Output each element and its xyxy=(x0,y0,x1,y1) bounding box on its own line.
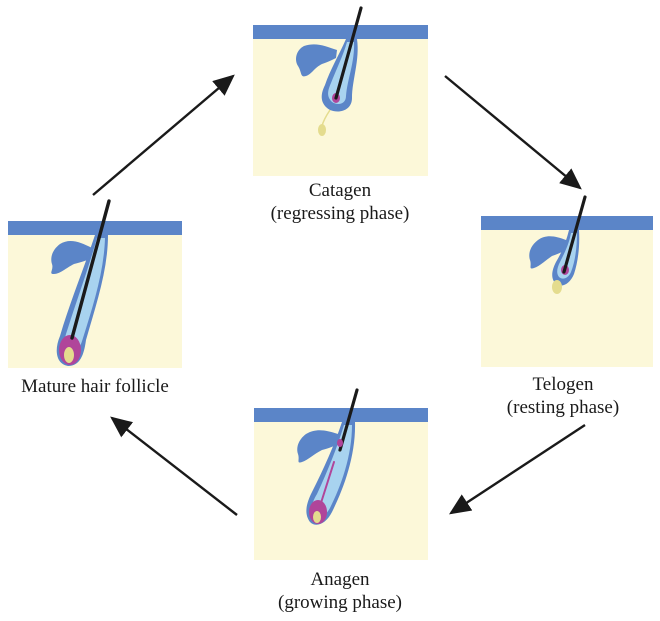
arrow-catagen-to-telogen xyxy=(444,75,582,190)
catagen-sebaceous-gland xyxy=(296,44,337,77)
mature-panel xyxy=(8,199,182,368)
anagen-epidermis xyxy=(254,408,428,422)
anagen-sebaceous-gland xyxy=(297,430,338,463)
mature-epidermis xyxy=(8,221,182,235)
telogen-hair-shaft xyxy=(562,195,587,274)
mature-sebaceous-gland xyxy=(51,241,92,274)
catagen-panel xyxy=(253,6,428,176)
catagen-caption: Catagen (regressing phase) xyxy=(240,179,440,225)
anagen-hair-shaft xyxy=(338,388,359,452)
mature-name: Mature hair follicle xyxy=(21,376,169,397)
anagen-papilla xyxy=(313,511,321,523)
telogen-panel xyxy=(481,195,653,367)
telogen-phase: (resting phase) xyxy=(506,397,620,418)
arrow-mature-to-catagen xyxy=(92,74,235,196)
mature-papilla xyxy=(64,347,74,363)
mature-caption: Mature hair follicle xyxy=(0,375,190,398)
anagen-name: Anagen xyxy=(310,569,370,590)
catagen-phase: (regressing phase) xyxy=(270,203,410,224)
catagen-papilla xyxy=(318,124,326,136)
arrow-telogen-to-anagen xyxy=(448,423,586,515)
anagen-caption: Anagen (growing phase) xyxy=(240,568,440,614)
anagen-panel xyxy=(254,388,428,560)
telogen-caption: Telogen (resting phase) xyxy=(466,373,660,419)
anagen-new-hair xyxy=(319,461,335,507)
mature-hair-shaft xyxy=(70,199,111,340)
telogen-papilla xyxy=(552,280,562,294)
catagen-epidermis xyxy=(253,25,428,39)
telogen-sebaceous-gland xyxy=(529,236,566,269)
catagen-papilla-strand xyxy=(321,109,331,127)
catagen-hair-shaft xyxy=(334,6,363,100)
arrow-anagen-to-mature xyxy=(110,416,238,516)
anagen-upper-bulb xyxy=(337,439,343,447)
catagen-name: Catagen xyxy=(308,180,372,201)
telogen-name: Telogen xyxy=(532,374,594,395)
telogen-epidermis xyxy=(481,216,653,230)
anagen-phase: (growing phase) xyxy=(278,592,402,613)
